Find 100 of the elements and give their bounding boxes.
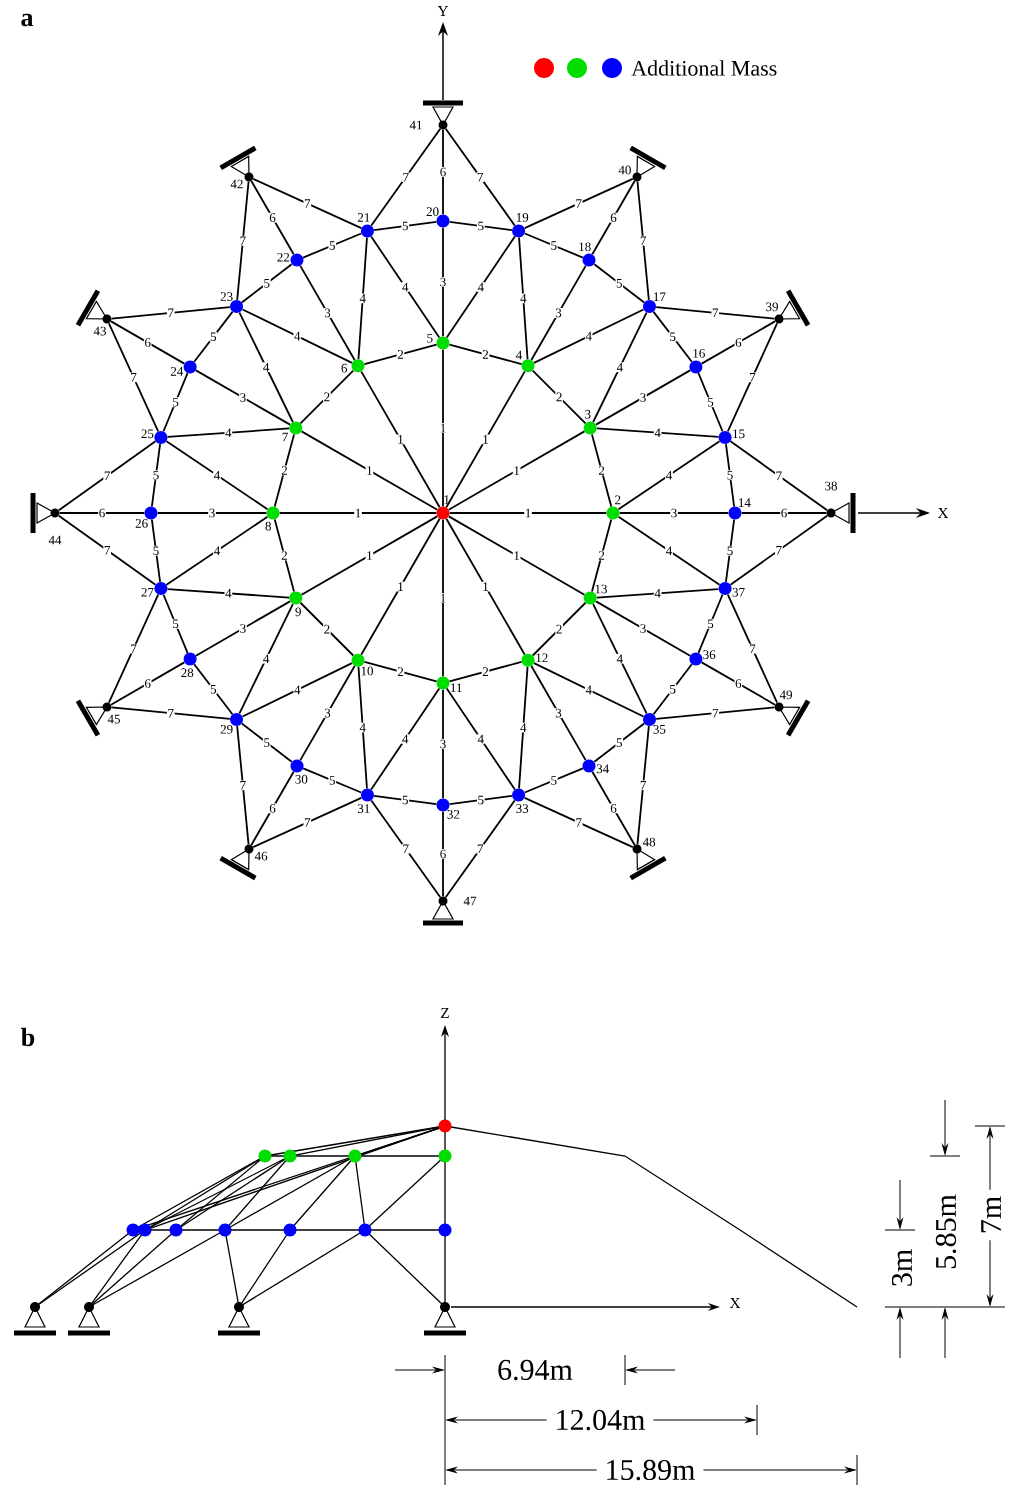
edge-label: 2 bbox=[323, 392, 331, 402]
edge-label: 3 bbox=[439, 739, 447, 749]
joint-number: 31 bbox=[357, 804, 370, 813]
edge-label: 5 bbox=[476, 795, 485, 805]
edge-label: 6 bbox=[439, 849, 447, 859]
member-line bbox=[518, 236, 529, 360]
member-line bbox=[162, 593, 189, 654]
joint-number: 10 bbox=[361, 666, 373, 676]
edge-label: 5 bbox=[401, 221, 410, 231]
member-line bbox=[300, 430, 439, 511]
edge-label: 7 bbox=[239, 235, 247, 246]
member-line bbox=[442, 348, 444, 508]
member-line bbox=[302, 767, 363, 794]
joint-number: 46 bbox=[254, 851, 268, 861]
edge-label: 7 bbox=[129, 372, 138, 383]
joint-number: 5 bbox=[427, 333, 433, 343]
member-line bbox=[165, 515, 269, 586]
member-line bbox=[442, 128, 444, 216]
member-line bbox=[636, 725, 650, 846]
member-line bbox=[241, 308, 353, 364]
member-line bbox=[726, 322, 778, 433]
joint-number: 33 bbox=[516, 804, 529, 813]
edge-label: 4 bbox=[653, 588, 662, 599]
edge-label: 6 bbox=[780, 508, 788, 518]
joint-number: 36 bbox=[703, 650, 716, 660]
member-line bbox=[591, 433, 613, 508]
member-line bbox=[725, 443, 736, 508]
member-line bbox=[445, 517, 526, 656]
dimension-label: 7m bbox=[980, 1189, 1002, 1241]
member-line bbox=[195, 600, 291, 657]
edge-label: 5 bbox=[615, 737, 624, 748]
edge-label: 5 bbox=[668, 684, 677, 695]
member-line bbox=[299, 369, 355, 425]
member-line bbox=[236, 725, 250, 846]
member-line bbox=[360, 517, 441, 656]
edge-label: 7 bbox=[476, 172, 485, 182]
joint-number: 11 bbox=[451, 683, 462, 693]
edge-label: 5 bbox=[549, 240, 558, 251]
member-line bbox=[531, 601, 587, 657]
joint-number: 29 bbox=[220, 725, 233, 734]
member-line bbox=[595, 369, 691, 426]
edge-label: 1 bbox=[512, 465, 521, 476]
edge-label: 7 bbox=[574, 198, 583, 209]
joint-number: 25 bbox=[141, 429, 154, 439]
member-line bbox=[652, 663, 693, 716]
member-line bbox=[299, 601, 355, 657]
member-line bbox=[445, 370, 526, 509]
edge-label: 6 bbox=[609, 212, 618, 223]
edge-label: 7 bbox=[711, 308, 720, 318]
axis-label: X bbox=[937, 508, 949, 518]
edge-label: 3 bbox=[554, 308, 563, 318]
dimension-label: 5.85m bbox=[935, 1194, 957, 1269]
member-line bbox=[110, 306, 231, 320]
member-line bbox=[241, 662, 353, 718]
edge-label: 3 bbox=[439, 277, 447, 287]
edge-label: 5 bbox=[726, 545, 734, 556]
member-line bbox=[193, 663, 234, 716]
joint-number: 34 bbox=[596, 764, 609, 774]
member-line bbox=[592, 311, 648, 423]
edge-label: 5 bbox=[549, 775, 558, 786]
edge-label: 1 bbox=[354, 508, 362, 518]
edge-label: 5 bbox=[328, 240, 337, 251]
edge-label: 2 bbox=[396, 349, 405, 360]
edge-label: 1 bbox=[481, 434, 490, 445]
joint-number: 42 bbox=[230, 179, 243, 189]
edge-label: 5 bbox=[152, 470, 160, 481]
edge-label: 6 bbox=[143, 337, 152, 348]
member-line bbox=[444, 127, 516, 227]
edge-label: 5 bbox=[328, 775, 337, 786]
member-line bbox=[195, 369, 291, 426]
member-line bbox=[250, 770, 295, 846]
edge-label: 6 bbox=[609, 803, 618, 814]
edge-label: 5 bbox=[726, 470, 734, 481]
joint-number: 17 bbox=[654, 292, 666, 301]
panel-letter: a bbox=[21, 13, 34, 27]
joint-number: 40 bbox=[618, 165, 631, 175]
member-line bbox=[447, 430, 586, 511]
member-line bbox=[448, 661, 523, 683]
edge-label: 5 bbox=[476, 221, 485, 231]
dimension-label: 3m bbox=[891, 1249, 913, 1286]
edge-label: 5 bbox=[171, 397, 180, 408]
member-line bbox=[447, 515, 586, 596]
edge-label: 7 bbox=[748, 372, 757, 383]
edge-label: 7 bbox=[166, 308, 175, 318]
member-line bbox=[617, 515, 721, 586]
edge-label: 2 bbox=[597, 465, 606, 476]
member-line bbox=[700, 320, 776, 365]
joint-number: 45 bbox=[107, 714, 120, 724]
member-line bbox=[236, 180, 250, 301]
joint-number: 37 bbox=[732, 587, 745, 597]
member-line bbox=[591, 180, 636, 256]
member-line bbox=[162, 372, 189, 433]
joint-number: 6 bbox=[341, 363, 348, 373]
joint-number: 12 bbox=[536, 653, 548, 663]
member-line bbox=[591, 518, 613, 593]
member-line bbox=[370, 799, 442, 899]
edge-label: 6 bbox=[143, 678, 152, 689]
edge-label: 3 bbox=[239, 392, 247, 403]
member-line bbox=[655, 306, 776, 320]
edge-label: 4 bbox=[358, 722, 367, 733]
